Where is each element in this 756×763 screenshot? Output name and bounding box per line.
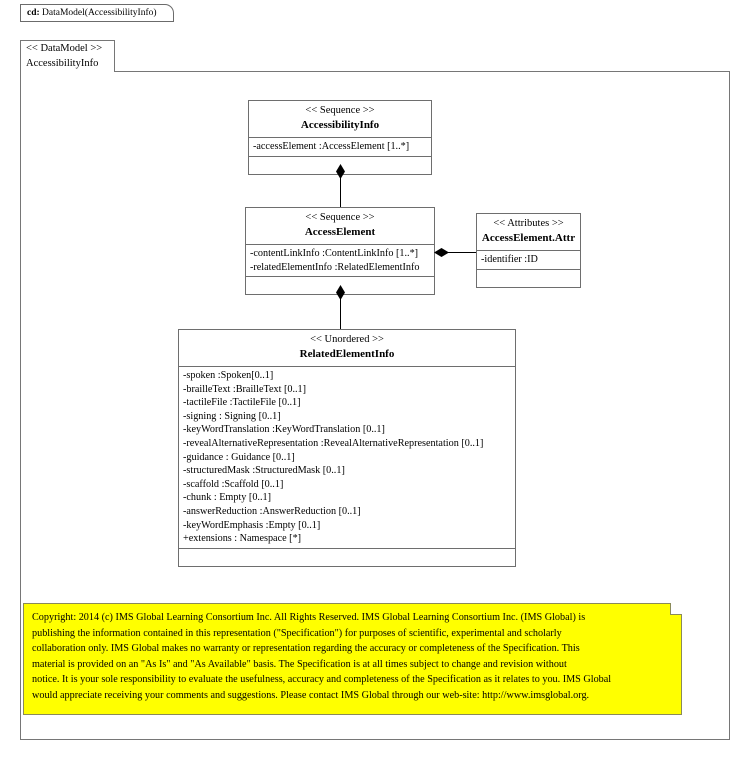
class-attribute: -brailleText :BrailleText [0..1] bbox=[183, 383, 307, 395]
class-stereotype: << Unordered >> bbox=[310, 334, 384, 345]
class-operations-access-element-attr bbox=[477, 270, 580, 287]
package-stereotype: << DataModel >> bbox=[26, 43, 103, 54]
class-attributes-accessibility-info: -accessElement :AccessElement [1..*] bbox=[249, 138, 431, 157]
note-line: publishing the information contained in … bbox=[32, 627, 562, 639]
class-stereotype: << Sequence >> bbox=[305, 212, 375, 223]
class-name: RelatedElementInfo bbox=[299, 348, 395, 360]
class-attribute: -answerReduction :AnswerReduction [0..1] bbox=[183, 505, 361, 517]
class-stereotype: << Sequence >> bbox=[305, 105, 375, 116]
note-line: would appreciate receiving your comments… bbox=[32, 689, 590, 701]
class-attribute: -signing : Signing [0..1] bbox=[183, 410, 281, 422]
class-box-access-element[interactable]: << Sequence >> AccessElement -contentLin… bbox=[245, 207, 435, 296]
class-attribute: -relatedElementInfo :RelatedElementInfo bbox=[250, 261, 420, 273]
composition-diamond-accesselement-bottom bbox=[336, 285, 345, 300]
class-attribute: -contentLinkInfo :ContentLinkInfo [1..*] bbox=[250, 248, 419, 259]
class-header-accessibility-info: << Sequence >> AccessibilityInfo bbox=[249, 101, 431, 138]
class-attribute: -scaffold :Scaffold [0..1] bbox=[183, 478, 284, 490]
class-attribute: -chunk : Empty [0..1] bbox=[183, 492, 271, 504]
composition-diamond-accesselement-right bbox=[434, 248, 449, 257]
class-attribute: -tactileFile :TactileFile [0..1] bbox=[183, 397, 301, 409]
note-line: material is provided on an "As Is" and "… bbox=[32, 658, 567, 670]
class-name: AccessElement bbox=[304, 226, 376, 238]
note-line: notice. It is your sole responsibility t… bbox=[32, 674, 612, 686]
class-stereotype: << Attributes >> bbox=[493, 218, 564, 229]
conn-composition-accesselement-relatedelementinfo[interactable] bbox=[340, 288, 341, 330]
class-attributes-access-element-attr: -identifier :ID bbox=[477, 251, 580, 270]
class-name: AccessibilityInfo bbox=[300, 119, 380, 131]
class-box-accessibility-info[interactable]: << Sequence >> AccessibilityInfo -access… bbox=[248, 100, 432, 175]
class-attribute: -keyWordTranslation :KeyWordTranslation … bbox=[183, 424, 385, 436]
class-name: AccessElement.Attr bbox=[481, 232, 576, 244]
class-box-access-element-attr[interactable]: << Attributes >> AccessElement.Attr -ide… bbox=[476, 213, 581, 288]
class-operations-related-element-info bbox=[179, 549, 515, 566]
class-box-related-element-info[interactable]: << Unordered >> RelatedElementInfo -spok… bbox=[178, 329, 516, 567]
diagram-tab-kind: cd: bbox=[27, 8, 40, 18]
note-fold-corner-icon bbox=[670, 603, 682, 615]
class-attribute: -guidance : Guidance [0..1] bbox=[183, 451, 295, 463]
conn-composition-accessibilityinfo-accesselement[interactable] bbox=[340, 155, 341, 210]
class-attribute: -revealAlternativeRepresentation :Reveal… bbox=[183, 437, 484, 449]
note-line: collaboration only. IMS Global makes no … bbox=[32, 643, 580, 655]
class-attribute: -accessElement :AccessElement [1..*] bbox=[253, 141, 410, 152]
package-label-tab[interactable]: << DataModel >> AccessibilityInfo bbox=[20, 40, 115, 72]
class-attribute: -identifier :ID bbox=[481, 254, 538, 265]
class-header-related-element-info: << Unordered >> RelatedElementInfo bbox=[179, 330, 515, 367]
class-header-access-element: << Sequence >> AccessElement bbox=[246, 208, 434, 245]
conn-composition-accesselement-attr[interactable] bbox=[436, 252, 478, 253]
class-attribute: -structuredMask :StructuredMask [0..1] bbox=[183, 465, 345, 477]
class-attribute: -keyWordEmphasis :Empty [0..1] bbox=[183, 519, 321, 531]
class-attributes-related-element-info: -spoken :Spoken[0..1] -brailleText :Brai… bbox=[179, 367, 515, 549]
note-line: Copyright: 2014 (c) IMS Global Learning … bbox=[32, 612, 586, 623]
copyright-note[interactable]: Copyright: 2014 (c) IMS Global Learning … bbox=[23, 603, 682, 715]
package-name: AccessibilityInfo bbox=[26, 58, 99, 69]
diagram-tab-title: DataModel(AccessibilityInfo) bbox=[42, 8, 157, 18]
class-attribute: +extensions : Namespace [*] bbox=[183, 533, 302, 545]
class-attribute: -spoken :Spoken[0..1] bbox=[183, 370, 274, 381]
composition-diamond-accessibilityinfo bbox=[336, 164, 345, 179]
class-header-access-element-attr: << Attributes >> AccessElement.Attr bbox=[477, 214, 580, 251]
class-attributes-access-element: -contentLinkInfo :ContentLinkInfo [1..*]… bbox=[246, 245, 434, 278]
diagram-tab[interactable]: cd: DataModel(AccessibilityInfo) bbox=[20, 4, 174, 22]
